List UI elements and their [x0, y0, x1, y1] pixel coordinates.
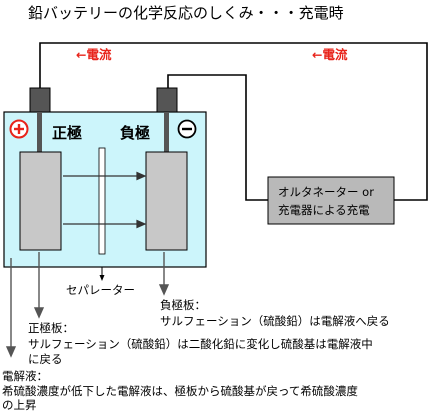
negative-post — [164, 112, 169, 152]
positive-plate-title: 正極板： — [28, 321, 74, 335]
positive-plate-desc-line2: に戻る — [28, 352, 63, 366]
positive-terminal — [29, 87, 51, 113]
positive-plate-desc-line1: サルフェーション（硫酸鉛）は二酸化鉛に変化し硫酸基は電解液中 — [28, 337, 373, 351]
positive-electrode-label: 正極 — [52, 124, 82, 142]
current-label-right: ←電流 — [312, 47, 348, 62]
positive-post — [37, 112, 42, 152]
charger-label-line1: オルタネーター or — [278, 185, 374, 199]
separator-label: セパレーター — [66, 283, 135, 297]
electrolyte-desc-line2: の上昇 — [2, 398, 37, 412]
charger-box — [267, 176, 395, 225]
inner-wire — [167, 74, 268, 201]
current-label-left: ←電流 — [76, 47, 112, 62]
negative-electrode-label: 負極 — [120, 124, 150, 142]
negative-sign-icon — [177, 119, 197, 139]
negative-plate — [145, 151, 188, 251]
separator — [98, 147, 106, 255]
electrolyte-title: 電解液： — [2, 369, 48, 383]
ion-flow-arrows — [63, 171, 147, 229]
leader-arrows — [5, 252, 170, 358]
positive-plate — [19, 151, 62, 251]
diagram-title: 鉛バッテリーの化学反応のしくみ・・・充電時 — [28, 4, 344, 22]
positive-sign-icon — [9, 119, 29, 139]
negative-plate-title: 負極板： — [160, 298, 206, 312]
charger-label-line2: 充電器による充電 — [278, 203, 370, 217]
separator-pointer — [99, 267, 105, 281]
negative-terminal — [156, 87, 178, 113]
negative-plate-desc: サルフェーション（硫酸鉛）は電解液へ戻る — [160, 314, 390, 328]
outer-wire — [39, 42, 428, 201]
electrolyte-desc-line1: 希硫酸濃度が低下した電解液は、極板から硫酸基が戻って希硫酸濃度 — [2, 384, 358, 398]
